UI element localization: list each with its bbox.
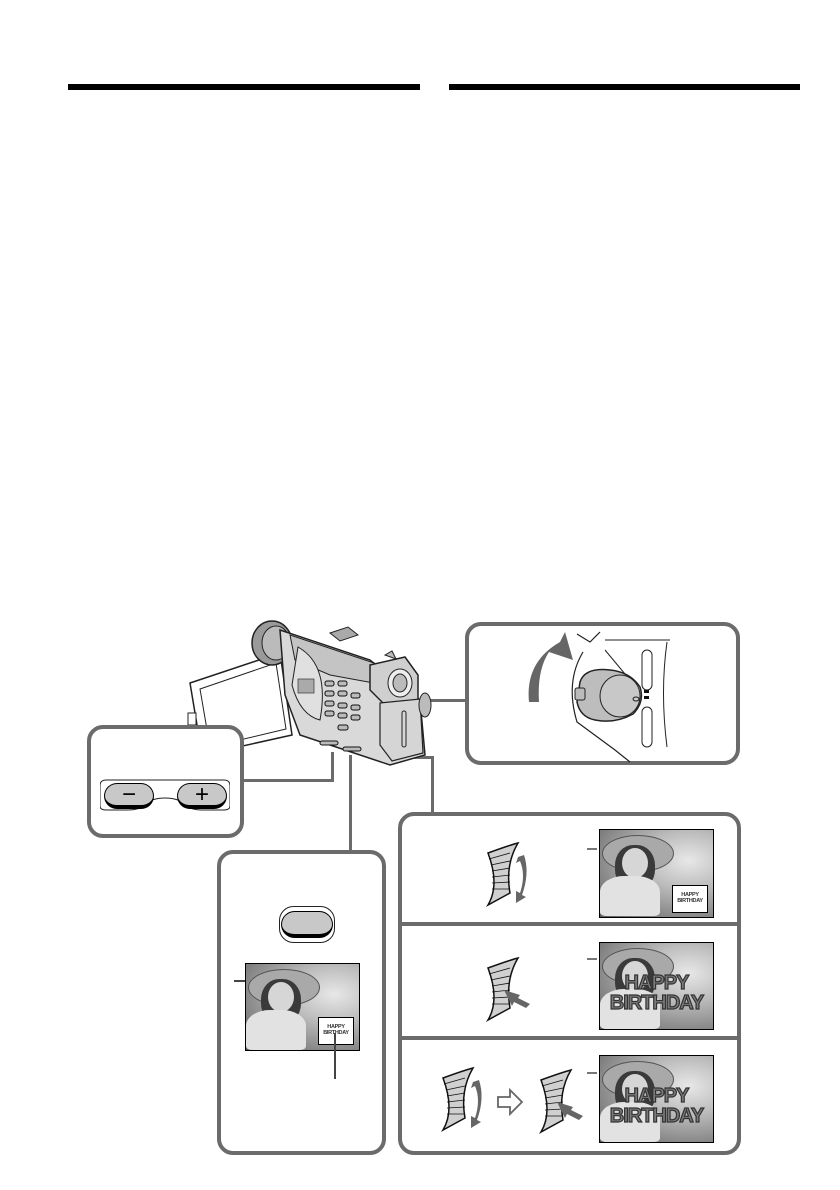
step3-title-overlay: HAPPY BIRTHDAY [609, 1085, 705, 1127]
minus-icon: − [121, 780, 136, 808]
step-divider-2 [400, 1036, 739, 1040]
step-divider-1 [400, 922, 739, 926]
flash-ray [587, 848, 597, 850]
pointer-caption-down [334, 1033, 336, 1079]
flash-ray [587, 1072, 597, 1074]
step2-title-overlay: HAPPY BIRTHDAY [609, 972, 705, 1014]
next-step-arrow-icon [497, 1088, 524, 1116]
connector-zoom-h [244, 779, 334, 782]
pointer-photo-left [234, 980, 246, 982]
plus-icon: + [194, 780, 209, 808]
preview-caption-box: HAPPY BIRTHDAY [318, 1017, 354, 1045]
step1-photo: HAPPY BIRTHDAY [599, 829, 714, 918]
step3-photo: HAPPY BIRTHDAY [599, 1055, 714, 1143]
zoom-minus-button[interactable]: − [104, 780, 154, 809]
step1-caption-box: HAPPY BIRTHDAY [672, 885, 708, 913]
jog-dial-turn-icon [440, 1066, 482, 1132]
jog-dial-press-icon [538, 1068, 583, 1134]
right-column-rule [449, 84, 800, 90]
connector-power-h [425, 699, 467, 702]
title-button[interactable] [281, 911, 333, 938]
connector-title-v [349, 755, 352, 851]
flash-ray [587, 958, 597, 960]
rotate-arrow-icon [528, 632, 573, 702]
connector-dial-v [431, 756, 434, 813]
zoom-plus-button[interactable]: + [177, 780, 227, 809]
step2-photo: HAPPY BIRTHDAY [599, 942, 714, 1030]
jog-dial-turn-icon [485, 841, 527, 907]
left-column-rule [68, 84, 420, 90]
connector-zoom-v [331, 752, 334, 782]
preview-photo: HAPPY BIRTHDAY [245, 963, 360, 1051]
jog-dial-press-icon [485, 956, 530, 1022]
power-switch-illustration [528, 631, 670, 763]
